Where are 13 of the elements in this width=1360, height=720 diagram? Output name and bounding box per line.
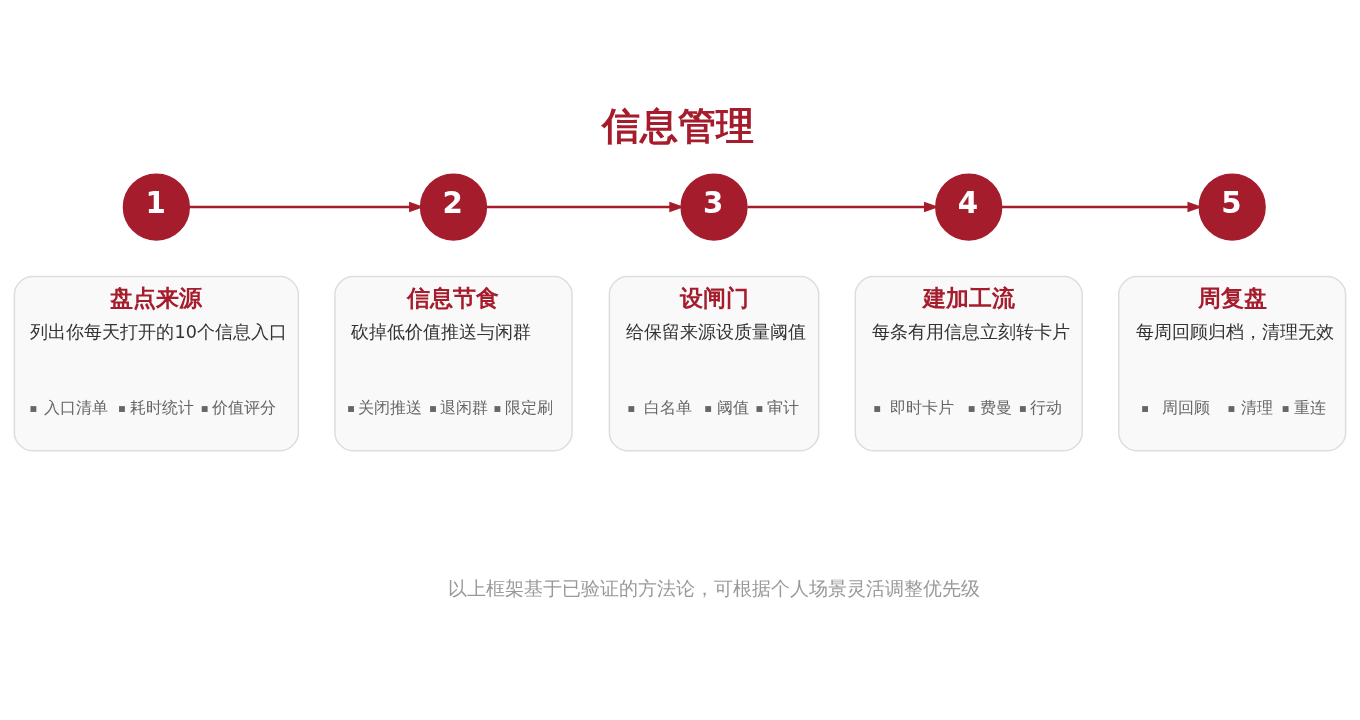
diagram-title: 信息管理 (602, 103, 755, 148)
caption: 以上框架基于已验证的方法论，可根据个人场景灵活调整优先级 (448, 576, 981, 599)
node-circle: 5 (1198, 173, 1266, 241)
node-circle: 2 (419, 173, 488, 241)
arrow (747, 201, 939, 213)
node-box: 信息节食 砍掉低价值推送与闲群 关闭推送 退闲群 限定刷 (334, 275, 573, 452)
node-circle: 1 (122, 173, 191, 241)
node-box: 周复盘 每周回顾归档，清理无效 周回顾 清理 重连 (1118, 275, 1347, 452)
node-box: 建加工流 每条有用信息立刻转卡片 即时卡片 费曼 行动 (854, 275, 1083, 452)
node-circle: 3 (680, 173, 748, 241)
node-box: 盘点来源 列出你每天打开的10个信息入口 入口清单 耗时统计 价值评分 (13, 275, 300, 452)
node-circle: 4 (935, 173, 1003, 241)
node-box: 设闸门 给保留来源设质量阈值 白名单 阈值 审计 (608, 275, 820, 452)
